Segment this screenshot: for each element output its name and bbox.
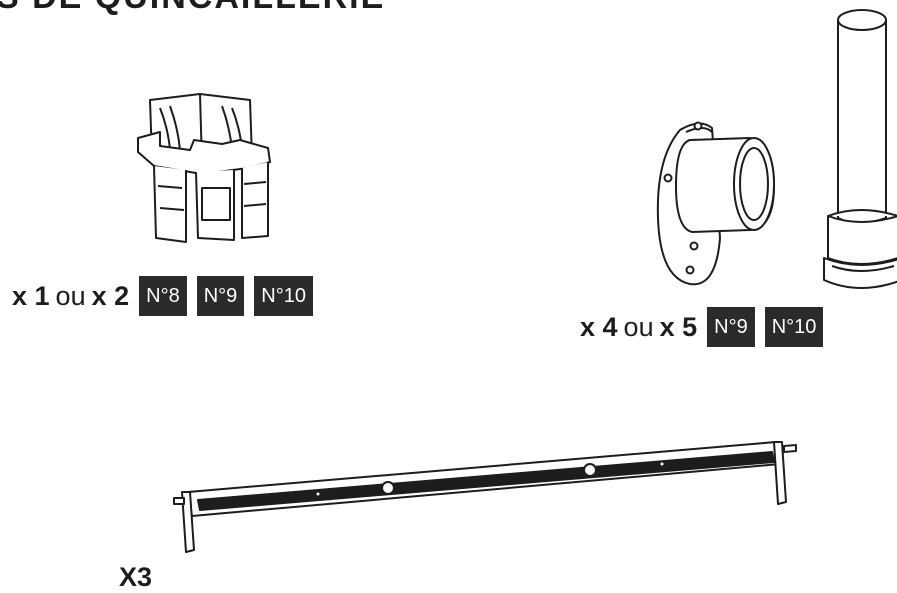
quantity-min: x 1: [12, 280, 50, 311]
size-badge: N°9: [196, 276, 245, 316]
quantity-line-2: x 4 ou x 5 N°9 N°10: [580, 307, 824, 347]
quantity-separator: ou: [55, 280, 86, 311]
flange-sleeve-icon: [656, 121, 775, 286]
quantity-separator: ou: [623, 311, 654, 342]
tube-post-icon: [823, 9, 897, 289]
quantity-min: x 4: [580, 311, 618, 342]
crossbar-icon: [173, 441, 797, 553]
size-badge: N°10: [254, 276, 313, 316]
quantity-line-1: x 1 ou x 2 N°8 N°9 N°10: [12, 276, 313, 316]
quantity-max: x 2: [91, 280, 130, 311]
size-badge: N°8: [139, 276, 187, 316]
size-badge: N°10: [764, 307, 824, 347]
quantity-max: x 5: [659, 311, 698, 342]
size-badge: N°9: [707, 307, 755, 347]
clip-bracket-icon: [137, 93, 271, 243]
crossbar-quantity: X3: [119, 562, 153, 592]
page-title: S DE QUINCAILLERIE: [0, 0, 385, 17]
